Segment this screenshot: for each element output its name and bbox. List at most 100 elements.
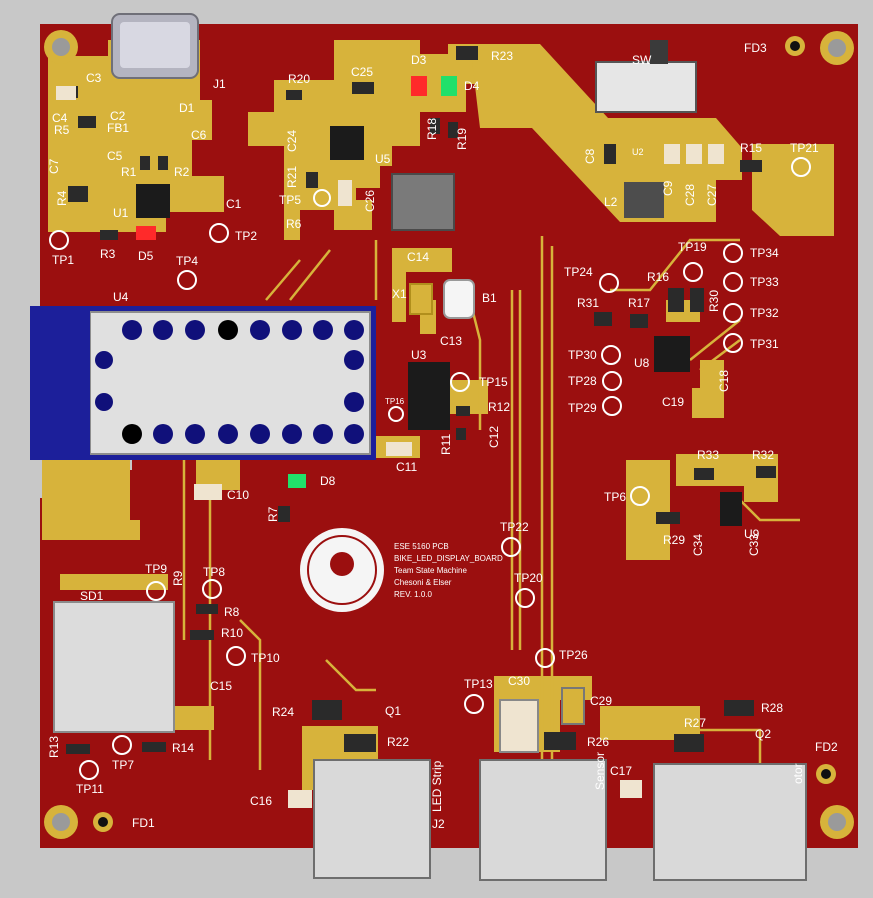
label-r16: R16 — [647, 270, 670, 284]
pcb-board — [40, 24, 858, 848]
label-r18: R18 — [425, 117, 439, 140]
label-c15: C15 — [210, 679, 233, 693]
label-r11: R11 — [439, 433, 453, 455]
label-r8: R8 — [224, 605, 240, 619]
label-tp7: TP7 — [112, 758, 135, 772]
label-r15: R15 — [740, 141, 763, 155]
label-d3: D3 — [411, 53, 427, 67]
label-r29: R29 — [663, 533, 686, 547]
led-d4 — [441, 76, 457, 96]
led-d8 — [288, 474, 306, 488]
label-c28: C28 — [683, 183, 697, 206]
capacitor-c29 — [561, 687, 585, 725]
label-tp2: TP2 — [235, 229, 258, 243]
label-tp5: TP5 — [279, 193, 302, 207]
octopus-logo — [300, 528, 384, 612]
silk-line3: Team State Machine — [394, 566, 467, 575]
label-r6: R6 — [286, 217, 302, 231]
label-r7: R7 — [266, 506, 280, 522]
label-c27: C27 — [705, 183, 719, 206]
passives — [58, 46, 776, 754]
label-l2: L2 — [604, 195, 618, 209]
silk-line5: REV. 1.0.0 — [394, 590, 432, 599]
slide-switch — [595, 40, 697, 113]
label-tp13: TP13 — [464, 677, 493, 691]
label-c1: C1 — [226, 197, 242, 211]
label-tp1: TP1 — [52, 253, 75, 267]
capacitor-bodies — [56, 86, 724, 808]
silk-line2: BIKE_LED_DISPLAY_BOARD — [394, 554, 503, 563]
label-fd1: FD1 — [132, 816, 155, 830]
label-tp9: TP9 — [145, 562, 168, 576]
label-d8: D8 — [320, 474, 336, 488]
inductor-l2 — [624, 182, 664, 218]
label-c17: C17 — [610, 764, 633, 778]
silkscreen-block: ESE 5160 PCB BIKE_LED_DISPLAY_BOARD Team… — [394, 543, 514, 603]
label-tp16: TP16 — [385, 397, 405, 406]
label-r33: R33 — [697, 448, 720, 462]
label-j1: J1 — [213, 77, 226, 91]
label-q1: Q1 — [385, 704, 402, 718]
label-c6: C6 — [191, 128, 207, 142]
label-sw: SW — [632, 53, 652, 67]
module-pads — [95, 320, 364, 444]
label-fd3: FD3 — [744, 41, 767, 55]
label-r4: R4 — [55, 190, 69, 206]
label-c11: C11 — [396, 460, 418, 474]
label-x1: X1 — [392, 287, 407, 301]
label-u8: U8 — [634, 356, 650, 370]
label-tp11: TP11 — [76, 782, 104, 796]
label-d4: D4 — [464, 79, 480, 93]
label-r9: R9 — [171, 570, 185, 586]
label-r5: R5 — [54, 123, 70, 137]
label-fb1: FB1 — [107, 121, 130, 135]
label-c10: C10 — [227, 488, 250, 502]
label-tp33: TP33 — [750, 275, 779, 289]
label-u4: U4 — [113, 290, 129, 304]
label-sensor: Sensor — [593, 751, 607, 790]
label-q2: Q2 — [755, 727, 772, 741]
label-r20: R20 — [288, 72, 311, 86]
label-tp30: TP30 — [568, 348, 597, 362]
label-c34: C34 — [691, 533, 705, 556]
label-c9: C9 — [661, 180, 675, 196]
label-c13: C13 — [440, 334, 463, 348]
usb-connector — [111, 13, 199, 79]
label-r22: R22 — [387, 735, 410, 749]
label-c5: C5 — [107, 149, 123, 163]
label-tp6: TP6 — [604, 490, 627, 504]
label-r10: R10 — [221, 626, 244, 640]
label-tp22: TP22 — [500, 520, 529, 534]
pushbutton-b1 — [443, 279, 475, 319]
label-r23: R23 — [491, 49, 514, 63]
label-c3: C3 — [86, 71, 102, 85]
label-r27: R27 — [684, 716, 707, 730]
label-c16: C16 — [250, 794, 273, 808]
silk-line1: ESE 5160 PCB — [394, 542, 449, 551]
label-tp28: TP28 — [568, 374, 597, 388]
label-fd2: FD2 — [815, 740, 838, 754]
label-c30: C30 — [508, 674, 531, 688]
label-u1: U1 — [113, 206, 129, 220]
label-d1: D1 — [179, 101, 195, 115]
label-tp24: TP24 — [564, 265, 593, 279]
label-c7: C7 — [47, 158, 61, 174]
label-u3: U3 — [411, 348, 427, 362]
test-points — [49, 157, 811, 780]
label-c4: C4 — [52, 111, 68, 125]
label-r3: R3 — [100, 247, 116, 261]
label-r30: R30 — [707, 289, 721, 312]
label-r26: R26 — [587, 735, 610, 749]
label-c25: C25 — [351, 65, 374, 79]
label-r28: R28 — [761, 701, 784, 715]
label-r1: R1 — [121, 165, 137, 179]
label-r12: R12 — [488, 400, 511, 414]
label-c19: C19 — [662, 395, 685, 409]
label-c12: C12 — [487, 425, 501, 448]
label-r19: R19 — [455, 127, 469, 150]
label-tp4: TP4 — [176, 254, 199, 268]
ics — [136, 126, 742, 526]
led-d5 — [136, 226, 156, 240]
label-tp10: TP10 — [251, 651, 280, 665]
